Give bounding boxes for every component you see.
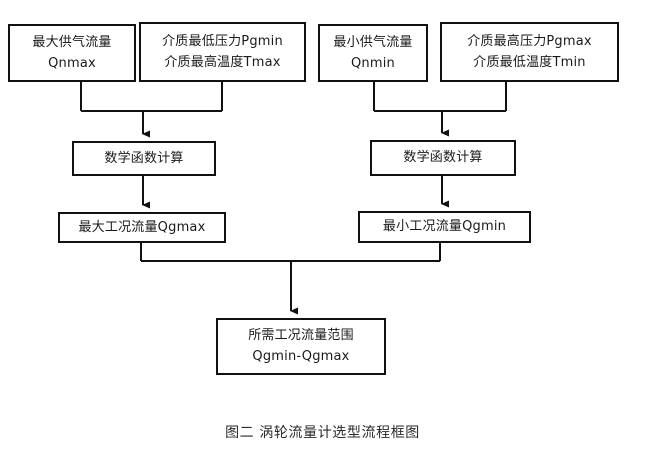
node-pgmax-tmin-line2: 介质最低温度Tmin: [473, 54, 586, 70]
node-max-pressure-min-temp[interactable]: 介质最高压力Pgmax 介质最低温度Tmin: [440, 22, 619, 82]
node-qgmax-label: 最大工况流量Qgmax: [78, 219, 206, 235]
node-range-line2: Qgmin-Qgmax: [252, 349, 350, 364]
node-math-function-calc-right[interactable]: 数学函数计算: [370, 140, 516, 176]
node-qnmin-line1: 最小供气流量: [333, 34, 413, 50]
node-qgmin-label: 最小工况流量Qgmin: [382, 219, 507, 235]
figure-caption: 图二 涡轮流量计选型流程框图: [225, 425, 420, 441]
node-pgmin-tmax-line1: 介质最低压力Pgmin: [162, 33, 283, 49]
node-qnmax-line2: Qnmax: [48, 55, 96, 71]
node-min-pressure-max-temp[interactable]: 介质最低压力Pgmin 介质最高温度Tmax: [139, 22, 306, 82]
node-pgmax-tmin-line1: 介质最高压力Pgmax: [467, 33, 592, 49]
node-calc-right-label: 数学函数计算: [403, 150, 483, 166]
node-qnmax-line1: 最大供气流量: [32, 34, 112, 50]
node-math-function-calc-left[interactable]: 数学函数计算: [72, 141, 216, 176]
node-max-supply-flow[interactable]: 最大供气流量 Qnmax: [8, 24, 136, 82]
node-range-line1: 所需工况流量范围: [248, 328, 354, 344]
connector-left-merge: [80, 82, 223, 138]
connector-bottom-merge: [140, 243, 441, 315]
node-max-working-flow-qgmax[interactable]: 最大工况流量Qgmax: [58, 212, 226, 243]
node-min-working-flow-qgmin[interactable]: 最小工况流量Qgmin: [358, 211, 531, 243]
node-min-supply-flow[interactable]: 最小供气流量 Qnmin: [318, 24, 428, 82]
connector-right-merge: [373, 82, 507, 137]
node-qnmin-line2: Qnmin: [351, 55, 395, 71]
node-calc-left-label: 数学函数计算: [104, 150, 184, 166]
node-pgmin-tmax-line2: 介质最高温度Tmax: [164, 54, 281, 70]
node-required-flow-range[interactable]: 所需工况流量范围 Qgmin-Qgmax: [216, 318, 386, 375]
